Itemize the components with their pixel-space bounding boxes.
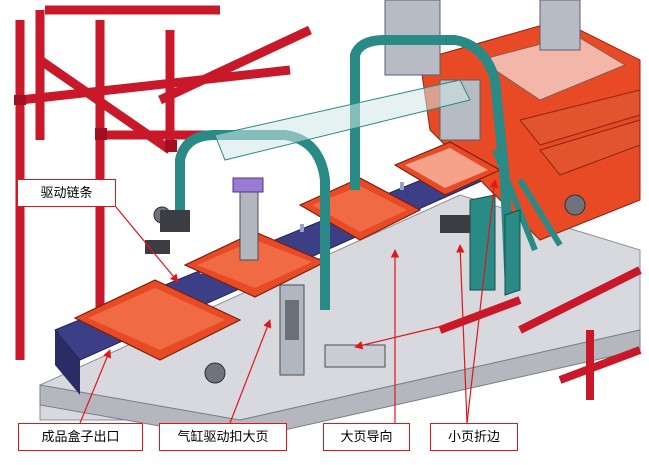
leader-large-page-guide-2 bbox=[354, 322, 456, 350]
leader-finished-box bbox=[79, 349, 112, 424]
dark-clamps bbox=[145, 210, 470, 254]
red-frame-joints bbox=[14, 95, 177, 152]
leader-small-page-fold-1 bbox=[456, 244, 468, 424]
red-steel-frame bbox=[15, 5, 312, 360]
pneumatic-cylinder bbox=[279, 284, 386, 376]
glass-guide-rail bbox=[214, 79, 471, 161]
teal-guide-arch-rear bbox=[350, 35, 515, 291]
teal-guide-bars bbox=[492, 148, 563, 252]
leader-small-page-fold-2 bbox=[466, 179, 499, 424]
leader-drive-chain bbox=[115, 206, 179, 283]
callout-large-page-guide: 大页导向 bbox=[323, 423, 410, 451]
callout-drive-chain: 驱动链条 bbox=[17, 179, 116, 207]
small-page-fold-plates bbox=[469, 194, 521, 296]
callout-leaders bbox=[79, 179, 499, 424]
leader-cylinder bbox=[229, 319, 272, 424]
callout-finished-box-exit: 成品盒子出口 bbox=[18, 423, 143, 451]
rear-cylinder bbox=[232, 177, 264, 261]
callout-small-page-fold: 小页折边 bbox=[430, 423, 518, 451]
chain-conveyor-side bbox=[55, 330, 80, 395]
orange-layer-plates bbox=[519, 89, 641, 176]
finished-box bbox=[73, 279, 242, 361]
callout-cylinder-drive: 气缸驱动扣大页 bbox=[159, 423, 287, 451]
